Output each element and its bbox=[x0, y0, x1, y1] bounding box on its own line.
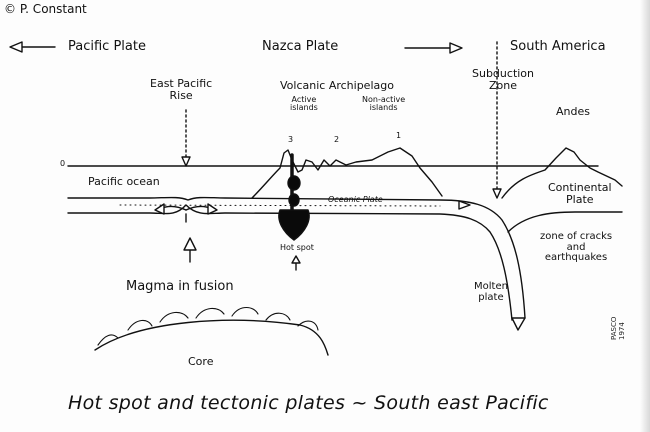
hot-spot-arrow bbox=[291, 255, 301, 271]
non-active-islands-label: Non-active islands bbox=[362, 95, 406, 113]
volcanic-archipelago-outline bbox=[251, 147, 443, 199]
island-1-label: 1 bbox=[396, 131, 402, 140]
core-label: Core bbox=[188, 355, 214, 368]
pacific-plate-label: Pacific Plate bbox=[68, 39, 146, 54]
island-2-label: 2 bbox=[334, 135, 340, 144]
east-pacific-rise-label: East Pacific Rise bbox=[150, 77, 213, 102]
molten-plate-arrow bbox=[511, 317, 526, 331]
nazca-plate-arrow bbox=[404, 42, 463, 54]
continental-plate-base bbox=[507, 211, 623, 233]
nazca-plate-label: Nazca Plate bbox=[262, 39, 339, 54]
active-islands-label: Active islands bbox=[290, 95, 318, 113]
pacific-ocean-label: Pacific ocean bbox=[88, 175, 160, 188]
molten-plate-label: Molten plate bbox=[474, 281, 508, 303]
core-outline bbox=[94, 319, 329, 356]
hot-spot-label: Hot spot bbox=[280, 243, 314, 252]
sea-level-label: 0 bbox=[60, 159, 66, 168]
oceanic-plate-band bbox=[67, 196, 526, 321]
magma-swirls bbox=[97, 306, 319, 346]
copyright-text: © P. Constant bbox=[4, 2, 87, 16]
pacific-plate-arrow bbox=[9, 41, 56, 53]
magma-rising-arrow bbox=[183, 237, 197, 263]
andes-label: Andes bbox=[556, 105, 590, 118]
south-america-label: South America bbox=[510, 39, 606, 54]
rise-divergence-arrows bbox=[154, 203, 218, 223]
hot-spot-plume bbox=[278, 153, 310, 241]
subduction-zone-label: Subduction Zone bbox=[472, 67, 535, 92]
zone-of-cracks-label: zone of cracks and earthquakes bbox=[540, 231, 613, 263]
continental-plate-label: Continental Plate bbox=[548, 181, 612, 206]
artist-signature: PASCO 1974 bbox=[610, 316, 626, 340]
oceanic-plate-label: Oceanic Plate bbox=[328, 195, 383, 204]
volcanic-archipelago-label: Volcanic Archipelago bbox=[280, 79, 394, 92]
oceanic-plate-arrow bbox=[458, 200, 471, 210]
diagram-title: Hot spot and tectonic plates ~ South eas… bbox=[68, 392, 549, 414]
island-3-label: 3 bbox=[288, 135, 294, 144]
page-edge-shadow bbox=[640, 0, 650, 432]
andes-continent-outline bbox=[501, 147, 623, 199]
magma-in-fusion-label: Magma in fusion bbox=[126, 279, 234, 294]
